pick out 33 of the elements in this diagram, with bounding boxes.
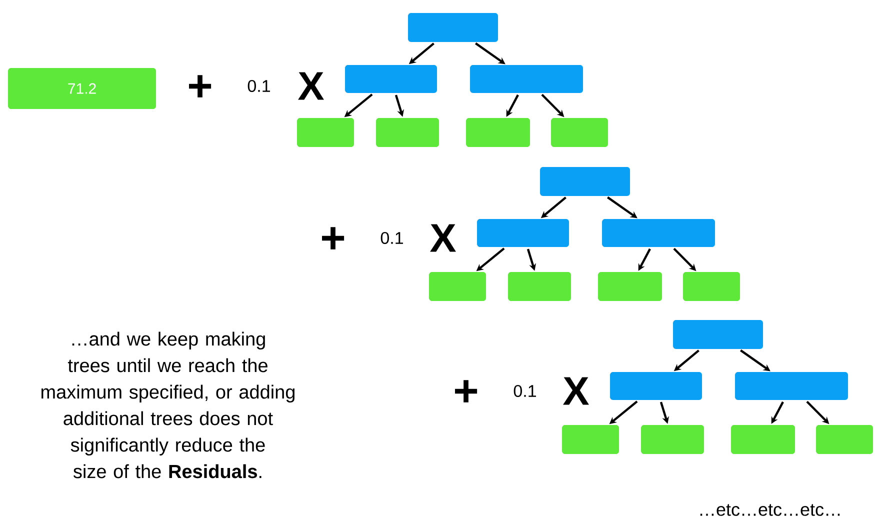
tree-node-box: [735, 372, 848, 400]
multiplier-value: 0.1: [380, 232, 403, 244]
plus-sign: +: [455, 380, 478, 402]
leaf-box: [429, 272, 486, 301]
continuation-text: …etc…etc…etc…: [700, 504, 840, 516]
tree-node-box: [408, 13, 498, 42]
leaf-box: [562, 424, 619, 454]
tree-node-box: [540, 167, 630, 196]
leaf-box: [816, 424, 873, 454]
tree-node-box: [602, 218, 715, 247]
leaf-box: [551, 118, 608, 147]
value-box: 71.2: [8, 68, 156, 109]
times-sign: X: [430, 224, 456, 252]
tree-node-box: [610, 372, 702, 400]
leaf-box: [297, 118, 354, 147]
tree-node-box: [477, 218, 569, 247]
tree-node-box: [673, 320, 763, 349]
times-sign: X: [563, 377, 589, 405]
note-text: …and we keep making trees until we reach the maximum specified, or adding additional trees does not significantly reduce the size of the Residuals.: [42, 332, 294, 478]
times-sign: X: [298, 72, 324, 100]
leaf-box: [641, 424, 704, 454]
tree-node-box: [345, 65, 437, 93]
multiplier-value: 0.1: [514, 384, 536, 397]
leaf-box: [731, 424, 795, 454]
tree-node-box: [470, 65, 583, 93]
plus-sign: +: [189, 75, 212, 98]
plus-sign: +: [322, 227, 344, 250]
leaf-box: [598, 272, 662, 301]
leaf-box: [508, 272, 571, 301]
leaf-box: [376, 118, 439, 147]
multiplier-value: 0.1: [248, 80, 270, 92]
leaf-box: [683, 272, 740, 301]
leaf-box: [466, 118, 530, 147]
